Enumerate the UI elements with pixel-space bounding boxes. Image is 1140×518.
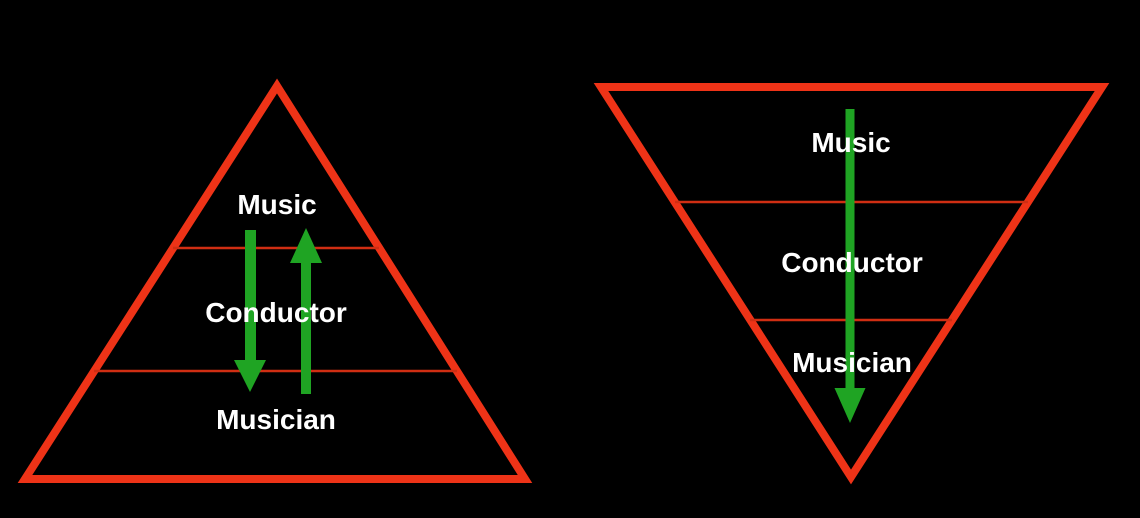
upright-pyramid-outline [17, 78, 533, 483]
inverted-level-conductor: Conductor [781, 247, 923, 278]
inverted-level-musician: Musician [792, 347, 912, 378]
down-arrow-icon [234, 230, 266, 392]
upright-pyramid: Music Conductor Musician [17, 78, 533, 483]
upright-level-musician: Musician [216, 404, 336, 435]
down-arrow-icon [834, 109, 866, 423]
up-arrow-icon [290, 228, 322, 394]
inverted-pyramid: Music Conductor Musician [593, 83, 1110, 485]
upright-level-music: Music [237, 189, 316, 220]
inverted-level-music: Music [811, 127, 890, 158]
upright-level-conductor: Conductor [205, 297, 347, 328]
inverted-pyramid-outline [593, 83, 1110, 485]
